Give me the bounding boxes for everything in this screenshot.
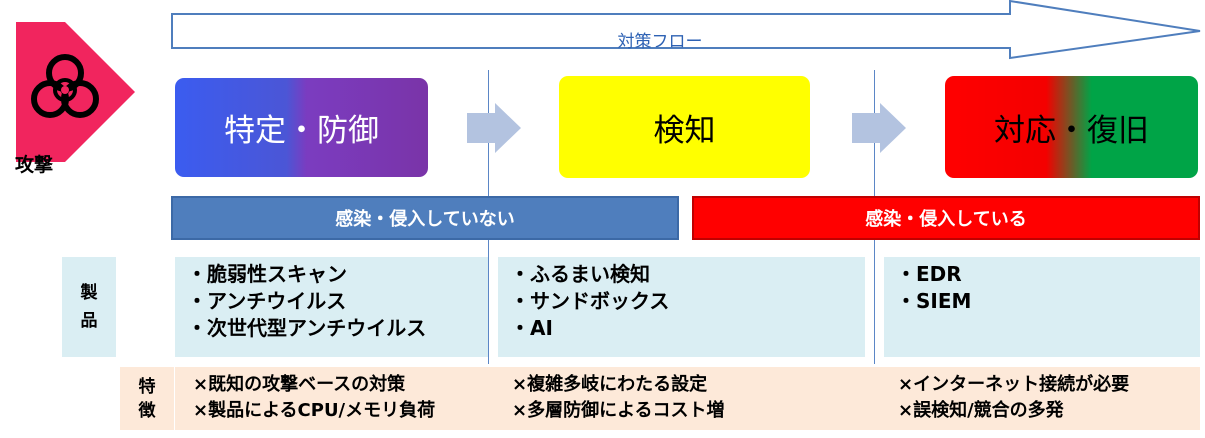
chevron-right-icon [467,103,521,153]
biohazard-icon [31,54,99,118]
products-list: ・脆弱性スキャン ・アンチウイルス ・次世代型アンチウイルス [175,257,488,357]
list-item: ×既知の攻撃ベースの対策 [193,374,406,395]
list-item: ・ふるまい検知 [510,262,650,286]
list-item: ・アンチウイルス [187,289,347,313]
products-list: ・ふるまい検知 ・サンドボックス ・AI [498,257,865,357]
products-label: 製 品 [62,257,116,357]
status-not-infected: 感染・侵入していない [171,196,679,240]
products-list: ・EDR ・SIEM [884,257,1200,357]
list-item: ×誤検知/競合の多発 [898,400,1064,421]
list-item: ×インターネット接続が必要 [898,374,1130,395]
features-label: 特 徴 [120,367,174,430]
status-infected: 感染・侵入している [692,196,1200,240]
flow-label: 対策フロー [617,32,703,52]
list-item: ×製品によるCPU/メモリ負荷 [193,400,436,421]
list-item: ・SIEM [896,289,972,313]
list-item: ×多層防御によるコスト増 [512,400,725,421]
flow-arrow [171,0,1201,60]
attack-label: 攻撃 [15,154,54,176]
list-item: ×複雑多岐にわたる設定 [512,374,708,395]
features-panel [175,367,1200,430]
list-item: ・次世代型アンチウイルス [187,316,427,340]
phase-detect: 検知 [559,76,810,178]
features-list: ×複雑多岐にわたる設定 ×多層防御によるコスト増 [512,372,725,424]
list-item: ・脆弱性スキャン [187,262,347,286]
features-list: ×既知の攻撃ベースの対策 ×製品によるCPU/メモリ負荷 [193,372,435,424]
chevron-right-icon [852,103,906,153]
attack-arrow [16,22,135,162]
list-item: ・EDR [896,262,962,286]
list-item: ・サンドボックス [510,289,670,313]
list-item: ・AI [510,316,553,340]
features-list: ×インターネット接続が必要 ×誤検知/競合の多発 [898,372,1129,424]
phase-respond-recover: 対応・復旧 [945,76,1198,178]
phase-identify-protect: 特定・防御 [175,78,428,177]
